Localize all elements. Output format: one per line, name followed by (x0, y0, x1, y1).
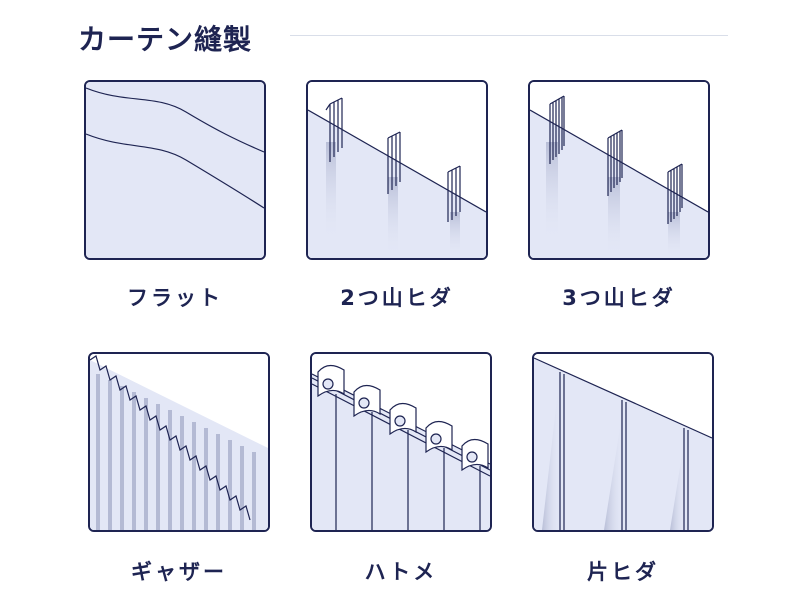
flat-curtain-card[interactable] (84, 80, 266, 260)
grommet-curtain-icon (312, 354, 490, 530)
three-pinch-pleat-icon (530, 82, 708, 258)
flat-label: フラット (127, 286, 223, 310)
gather-curtain-card[interactable] (88, 352, 270, 532)
gather-label: ギャザー (131, 560, 227, 584)
gather-curtain-icon (90, 354, 268, 530)
three-pinch-pleat-card[interactable] (528, 80, 710, 260)
title-divider (290, 35, 728, 36)
page-title: カーテン縫製 (78, 23, 253, 56)
flat-curtain-icon (86, 82, 264, 258)
three-pinch-pleat-label: 3つ山ヒダ (562, 286, 676, 310)
two-pinch-pleat-label: 2つ山ヒダ (340, 286, 454, 310)
single-pleat-card[interactable] (532, 352, 714, 532)
single-pleat-label: 片ヒダ (587, 560, 659, 584)
single-pleat-icon (534, 354, 712, 530)
grommet-label: ハトメ (364, 560, 438, 584)
two-pinch-pleat-card[interactable] (306, 80, 488, 260)
grommet-curtain-card[interactable] (310, 352, 492, 532)
page-header: カーテン縫製 (78, 14, 728, 58)
two-pinch-pleat-icon (308, 82, 486, 258)
